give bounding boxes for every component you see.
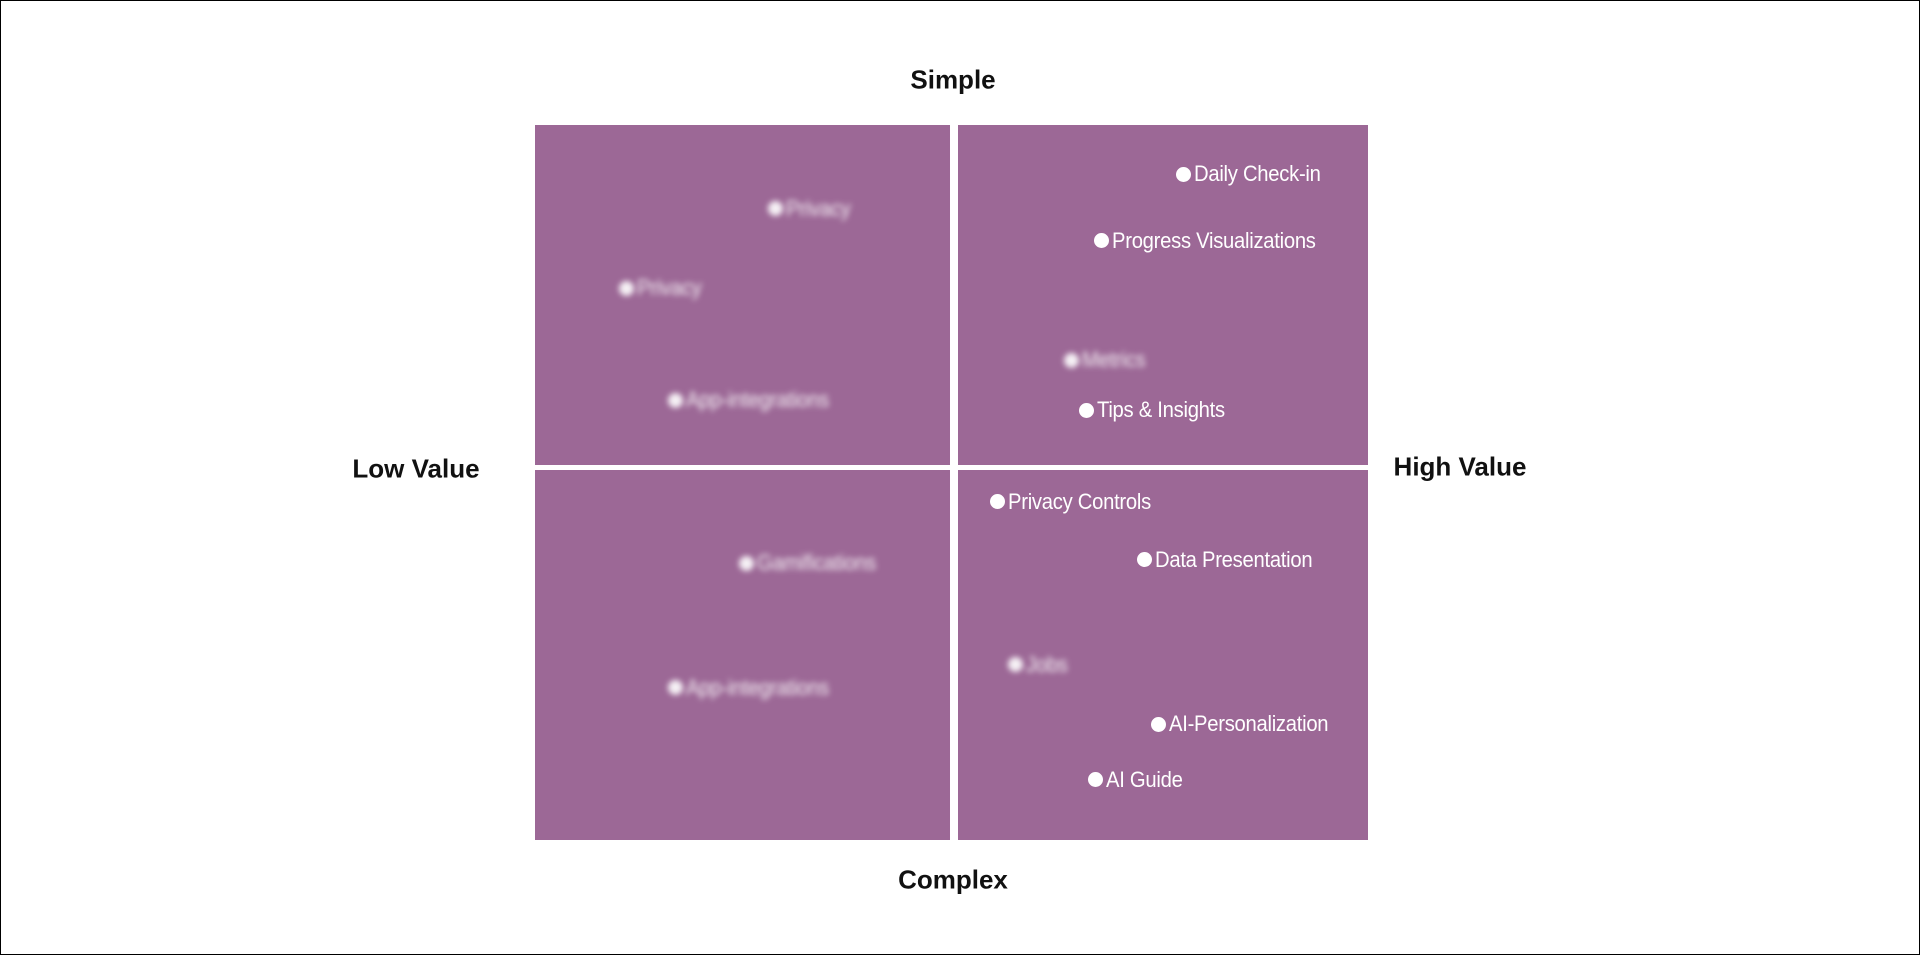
data-point-label: Tips & Insights	[1096, 397, 1225, 423]
data-point-label: Metrics	[1081, 347, 1146, 373]
data-point-label: Jobs	[1025, 651, 1068, 677]
data-point: Daily Check-in	[1176, 161, 1332, 187]
data-point-label: Privacy	[785, 195, 851, 221]
data-point-label: App-integrations	[685, 387, 829, 413]
axis-label-top: Simple	[910, 64, 996, 95]
data-point-label: AI Guide	[1105, 766, 1183, 792]
data-point-label: Data Presentation	[1154, 546, 1313, 572]
data-point: Data Presentation	[1136, 546, 1326, 573]
data-point-marker	[738, 555, 754, 571]
data-point-marker	[1151, 716, 1167, 732]
data-point-marker	[1093, 233, 1109, 249]
data-point-label: Progress Visualizations	[1111, 227, 1316, 253]
data-point: AI Guide	[1087, 766, 1189, 793]
data-point: Metrics	[1063, 347, 1151, 373]
quadrant-simple-high-value	[958, 125, 1368, 465]
quadrant-complex-low-value	[535, 470, 950, 840]
data-point: Progress Visualizations	[1093, 227, 1333, 254]
data-point-label: AI-Personalization	[1169, 711, 1329, 737]
quadrant-complex-high-value	[958, 470, 1368, 840]
data-point: Privacy	[618, 275, 707, 301]
data-point-marker	[1136, 552, 1152, 568]
data-point-marker	[1087, 772, 1103, 788]
data-point-marker	[667, 680, 683, 696]
data-point: Gamifications	[738, 550, 886, 576]
data-point-marker	[1078, 402, 1094, 418]
data-point-marker	[1007, 657, 1023, 673]
data-point-label: App-integrations	[685, 674, 829, 700]
axis-label-right: High Value	[1393, 451, 1527, 482]
data-point-marker	[1063, 352, 1079, 368]
data-point: Jobs	[1007, 651, 1071, 678]
data-point: Tips & Insights	[1078, 397, 1236, 423]
data-point-marker	[618, 280, 634, 296]
data-point-marker	[767, 201, 783, 217]
data-point: Privacy	[767, 195, 856, 222]
data-point-marker	[1176, 166, 1192, 182]
data-point: App-integrations	[667, 674, 841, 701]
data-point: AI-Personalization	[1151, 711, 1342, 737]
quadrant-simple-low-value	[535, 125, 950, 465]
data-point-marker	[667, 392, 683, 408]
data-point: App-integrations	[667, 387, 841, 413]
data-point-marker	[990, 494, 1006, 510]
data-point: Privacy Controls	[990, 489, 1163, 515]
data-point-label: Privacy	[636, 275, 702, 301]
axis-label-left: Low Value	[352, 453, 480, 484]
data-point-label: Privacy Controls	[1008, 488, 1152, 514]
data-point-label: Gamifications	[756, 550, 876, 576]
data-point-label: Daily Check-in	[1194, 161, 1321, 187]
axis-label-bottom: Complex	[898, 864, 1008, 895]
